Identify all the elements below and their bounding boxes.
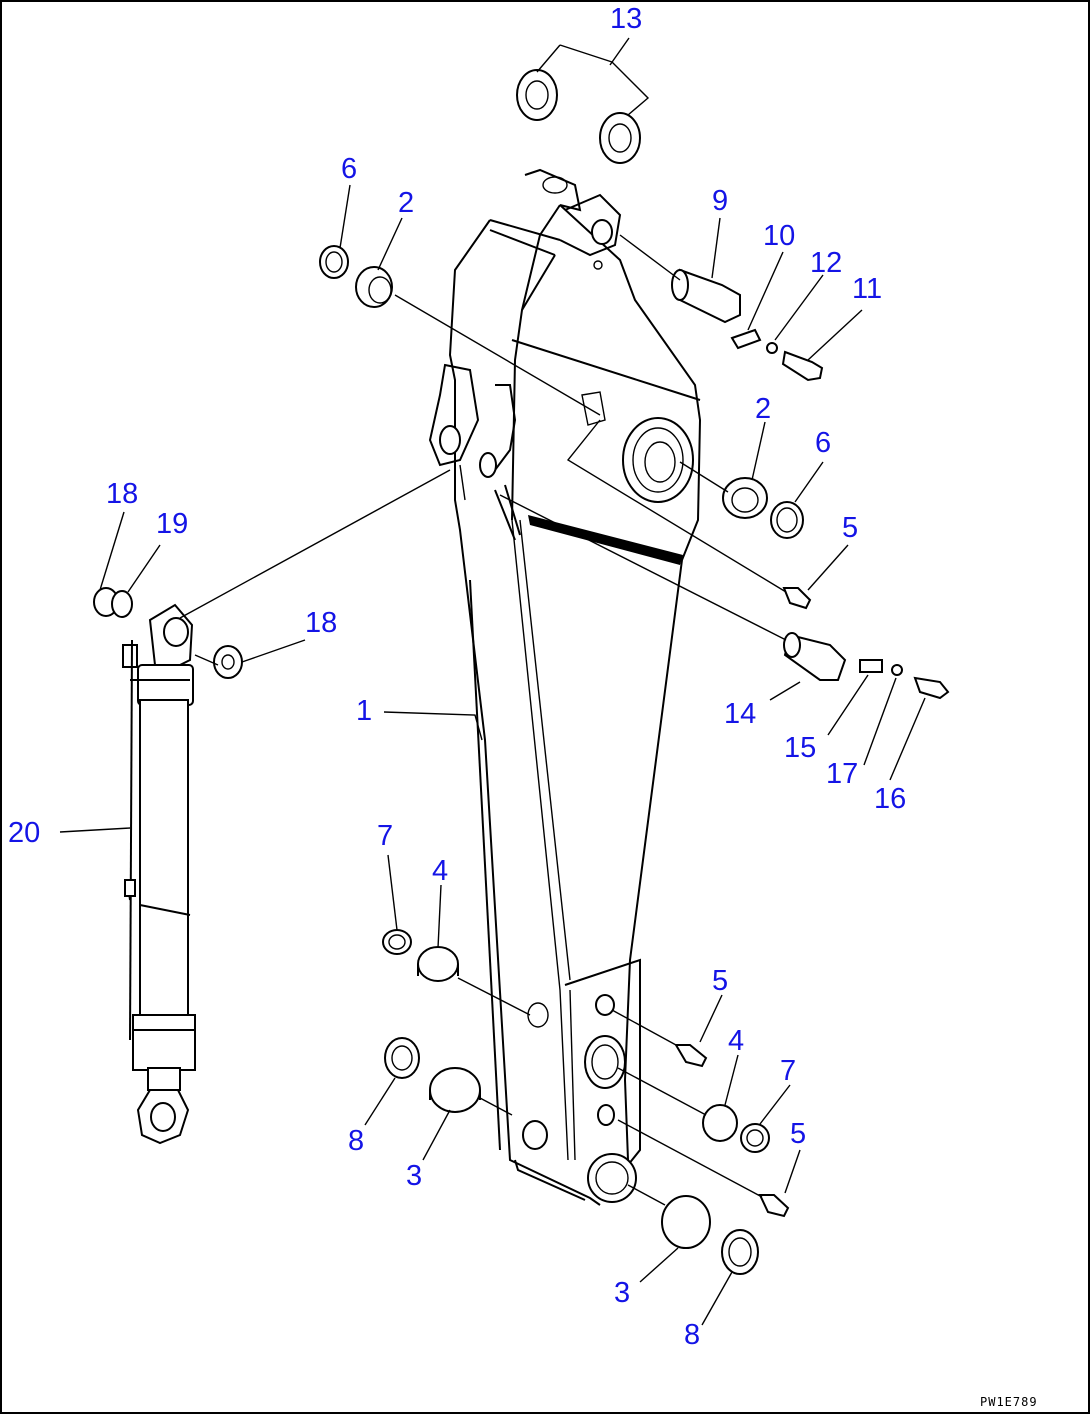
callout-3: 3	[406, 1160, 422, 1192]
callout-9: 9	[712, 185, 728, 217]
callout-12: 12	[810, 247, 842, 279]
boom-body	[428, 168, 702, 1206]
callout-5: 5	[790, 1118, 806, 1150]
callout-6: 6	[341, 153, 357, 185]
callout-5: 5	[712, 965, 728, 997]
callout-2: 2	[755, 393, 771, 425]
callout-16: 16	[874, 783, 906, 815]
callout-6: 6	[815, 427, 831, 459]
callout-14: 14	[724, 698, 756, 730]
callout-18: 18	[305, 607, 337, 639]
callout-8: 8	[684, 1319, 700, 1351]
callout-7: 7	[780, 1055, 796, 1087]
callout-1: 1	[356, 695, 372, 727]
callout-20: 20	[8, 817, 40, 849]
drawing-code: PW1E789	[980, 1395, 1038, 1409]
callout-7: 7	[377, 820, 393, 852]
callout-3: 3	[614, 1277, 630, 1309]
boom-cylinder	[122, 603, 196, 1145]
callout-5: 5	[842, 512, 858, 544]
callout-2: 2	[398, 187, 414, 219]
callout-8: 8	[348, 1125, 364, 1157]
leader-lines	[59, 37, 926, 1326]
callout-4: 4	[432, 855, 448, 887]
callout-17: 17	[826, 758, 858, 790]
callout-11: 11	[852, 273, 882, 305]
callout-labels: 13 6 2 9 10 12 11 2 6 18 19 5 18 1 14 15…	[8, 3, 906, 1351]
callout-15: 15	[784, 732, 816, 764]
callout-13: 13	[610, 3, 642, 35]
callout-18: 18	[106, 478, 138, 510]
callout-10: 10	[763, 220, 795, 252]
exploded-parts	[93, 44, 950, 1275]
callout-19: 19	[156, 508, 188, 540]
callout-4: 4	[728, 1025, 744, 1057]
